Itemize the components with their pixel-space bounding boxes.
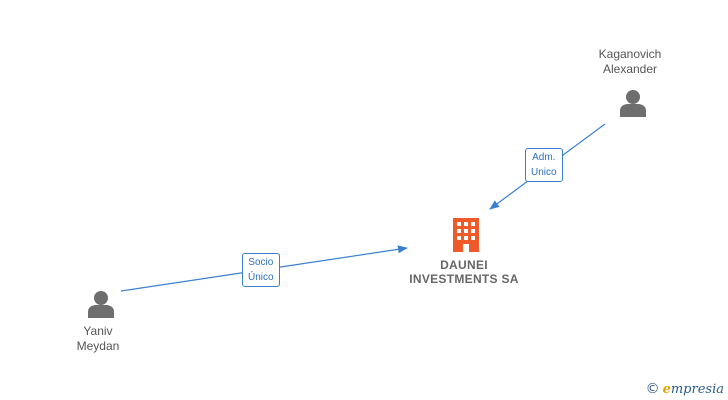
company-name-line1: DAUNEI bbox=[440, 258, 488, 272]
person-name-kaganovich[interactable]: Kaganovich Alexander bbox=[584, 47, 676, 77]
person-name-yaniv[interactable]: Yaniv Meydan bbox=[58, 324, 138, 354]
edge-label-line2: Único bbox=[248, 272, 274, 283]
brand-e: e bbox=[662, 382, 671, 397]
edge-label-line2: Unico bbox=[531, 167, 557, 178]
person-second-line: Alexander bbox=[602, 62, 658, 76]
company-name[interactable]: DAUNEI INVESTMENTS SA bbox=[398, 258, 530, 286]
edge-label-adm-unico[interactable]: Adm. Unico bbox=[525, 148, 563, 182]
building-icon[interactable] bbox=[451, 218, 481, 252]
person-icon[interactable] bbox=[618, 89, 648, 117]
person-first-line: Kaganovich bbox=[598, 47, 662, 61]
empresia-logo: ©empresia bbox=[646, 381, 724, 397]
person-first-line: Yaniv bbox=[83, 324, 113, 338]
copyright-icon: © bbox=[645, 381, 660, 397]
brand-text: mpresia bbox=[670, 382, 724, 397]
edge-label-socio-unico[interactable]: Socio Único bbox=[242, 253, 280, 287]
person-second-line: Meydan bbox=[76, 339, 120, 353]
edge-label-line1: Socio bbox=[248, 257, 274, 268]
edge-label-line1: Adm. bbox=[532, 152, 556, 163]
company-name-line2: INVESTMENTS SA bbox=[409, 272, 519, 286]
person-icon[interactable] bbox=[86, 290, 116, 318]
